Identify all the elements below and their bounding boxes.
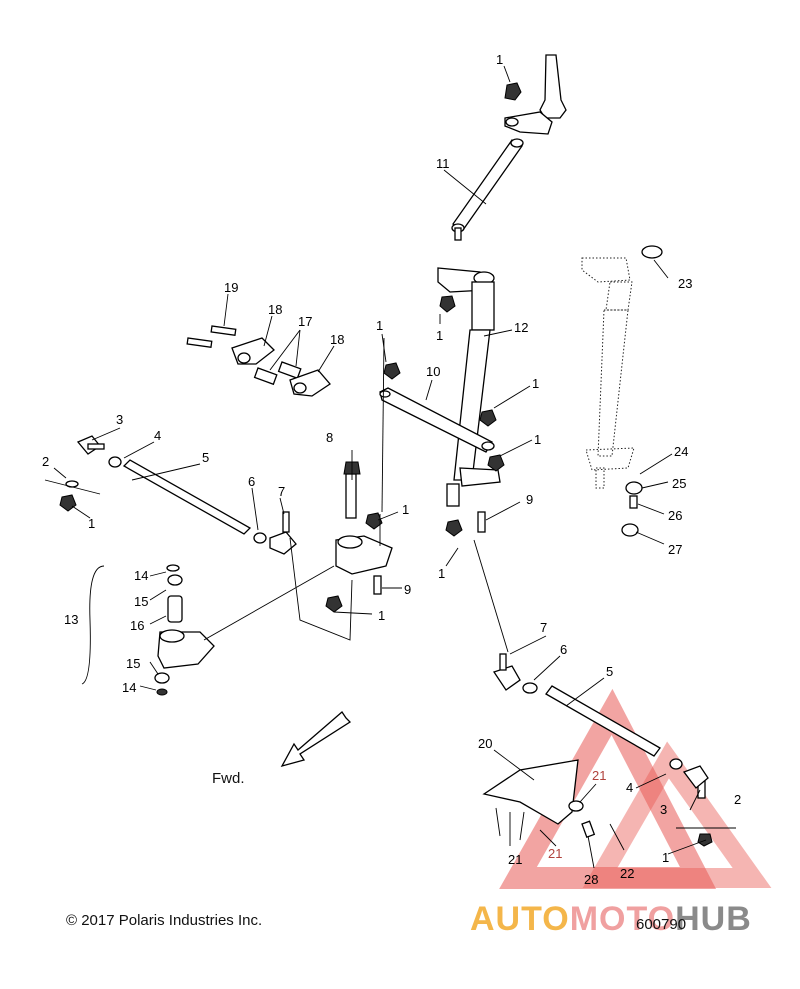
callout-1d: 1 [532,376,539,391]
callout-21b: 21 [548,846,562,861]
upper-steering-shaft [504,54,567,135]
forward-label: Fwd. [212,770,245,787]
callout-20: 20 [478,736,492,751]
callout-3a: 3 [116,412,123,427]
left-tie-rod [44,435,297,555]
callout-15a: 15 [134,594,148,609]
callout-13: 13 [64,612,78,627]
pitman-arm [379,387,495,453]
callout-15b: 15 [126,656,140,671]
callout-7a: 7 [278,484,285,499]
forward-arrow [280,711,352,768]
callout-9a: 9 [526,492,533,507]
callout-5b: 5 [606,664,613,679]
callout-12: 12 [514,320,528,335]
callout-5a: 5 [202,450,209,465]
idler-assembly [81,535,393,696]
callout-6b: 6 [560,642,567,657]
callout-1h: 1 [378,608,385,623]
callout-4b: 4 [626,780,633,795]
steering-shaft-dotted [581,245,663,537]
callout-2a: 2 [42,454,49,469]
callout-9b: 9 [404,582,411,597]
callout-4a: 4 [154,428,161,443]
callout-21c: 21 [508,852,522,867]
watermark-text: AUTOMOTOHUB [470,900,752,939]
callout-3b: 3 [660,802,667,817]
callout-21a: 21 [592,768,606,783]
bushing-assembly [186,325,331,397]
leader-lines [53,65,707,869]
callout-2b: 2 [734,792,741,807]
callout-8: 8 [326,430,333,445]
watermark-part-c: HUB [675,900,752,938]
watermark-part-a: AUTO [470,900,570,938]
nuts [59,82,713,847]
callout-1a: 1 [496,52,503,67]
callout-18b: 18 [330,332,344,347]
steering-link-arm [451,138,524,241]
callout-23: 23 [678,276,692,291]
callout-14b: 14 [122,680,136,695]
callout-1f: 1 [402,502,409,517]
callout-1i: 1 [88,516,95,531]
right-tie-rod [492,653,736,829]
callout-1b: 1 [436,328,443,343]
callout-24: 24 [674,444,688,459]
steering-post [437,267,501,507]
callout-16: 16 [130,618,144,633]
callout-25: 25 [672,476,686,491]
callout-27: 27 [668,542,682,557]
callout-6a: 6 [248,474,255,489]
callout-28: 28 [584,872,598,887]
callout-1g: 1 [438,566,445,581]
callout-7b: 7 [540,620,547,635]
callout-22: 22 [620,866,634,881]
drawing-number: 600790 [636,916,687,933]
watermark-part-b: MOTO [569,900,676,938]
callout-1e: 1 [534,432,541,447]
callout-1c: 1 [376,318,383,333]
callout-14a: 14 [134,568,148,583]
callout-labels: 1 11 1 12 1 10 1 1 9 1 1 9 1 8 19 18 17 … [42,52,741,887]
callout-17: 17 [298,314,312,329]
callout-11: 11 [436,156,450,171]
copyright-notice: © 2017 Polaris Industries Inc. [66,912,263,929]
callout-1j: 1 [662,850,669,865]
callout-19: 19 [224,280,238,295]
callout-10: 10 [426,364,440,379]
callout-18a: 18 [268,302,282,317]
callout-26: 26 [668,508,682,523]
